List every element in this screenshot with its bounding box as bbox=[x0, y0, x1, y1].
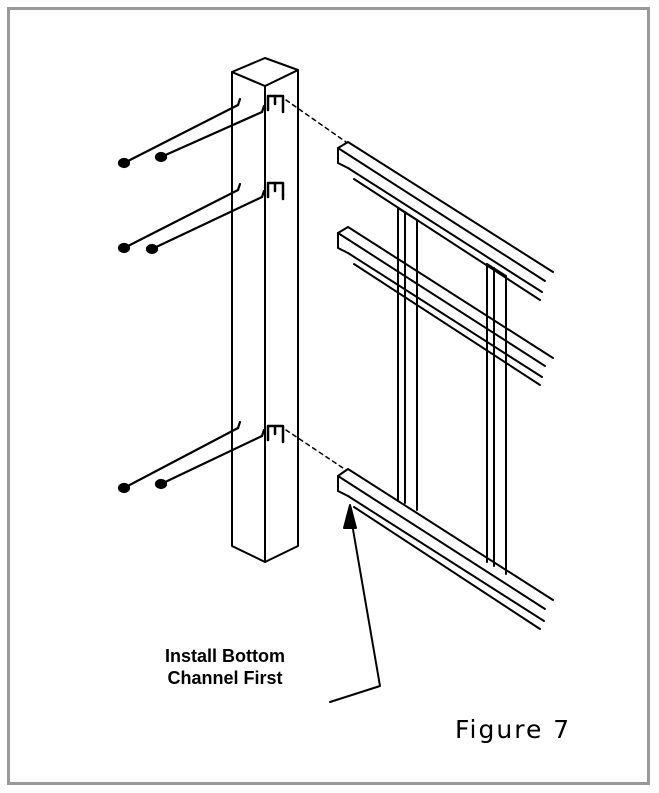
callout-line-2: Channel First bbox=[167, 668, 283, 688]
fence-post bbox=[231, 57, 299, 563]
figure-frame bbox=[7, 7, 650, 785]
middle-rail bbox=[337, 226, 554, 386]
screw bbox=[145, 189, 266, 255]
screw bbox=[117, 182, 242, 254]
figure-label: Figure 7 bbox=[455, 715, 572, 744]
bottom-channel bbox=[337, 468, 554, 630]
screw bbox=[117, 97, 242, 169]
alignment-dashes bbox=[285, 99, 347, 471]
picket-left bbox=[397, 207, 418, 511]
callout-line-1: Install Bottom bbox=[165, 646, 285, 666]
callout-text: Install Bottom Channel First bbox=[110, 645, 340, 689]
callout-arrow bbox=[329, 504, 381, 703]
picket-right bbox=[486, 263, 507, 575]
screw bbox=[154, 428, 266, 490]
bracket-marks bbox=[266, 94, 285, 444]
screw bbox=[117, 420, 242, 494]
screws bbox=[117, 97, 266, 494]
screw bbox=[154, 104, 266, 163]
top-rail bbox=[337, 141, 554, 301]
